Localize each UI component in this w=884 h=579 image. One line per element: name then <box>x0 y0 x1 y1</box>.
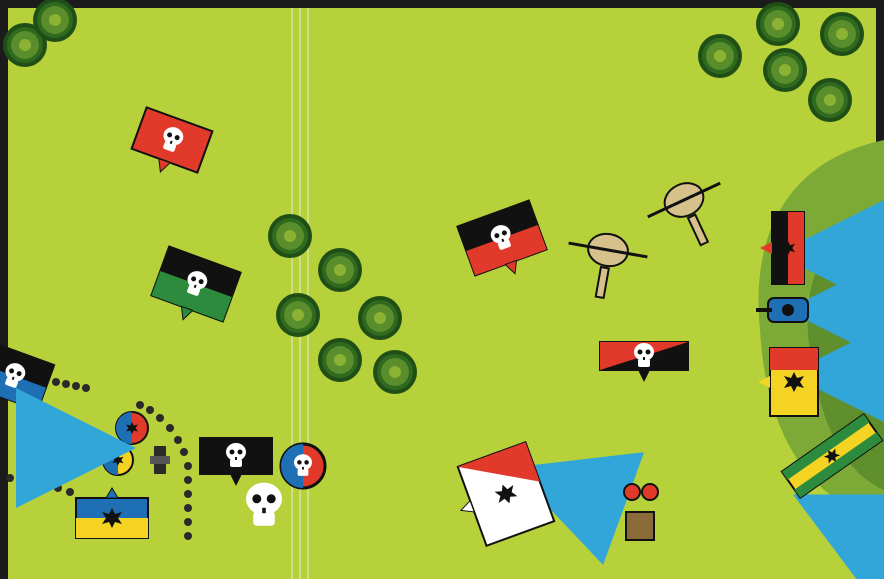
tree-icon <box>698 34 742 78</box>
tree-icon <box>358 296 402 340</box>
tree-icon <box>33 0 77 42</box>
tree-icon <box>808 78 852 122</box>
tree-icon <box>318 248 362 292</box>
tree-icon <box>820 12 864 56</box>
round-shield-red-blue[interactable] <box>281 444 325 488</box>
top-border <box>0 0 884 8</box>
tree-icon <box>268 214 312 258</box>
tree-icon <box>276 293 320 337</box>
tree-icon <box>756 2 800 46</box>
tree-icon <box>373 350 417 394</box>
tree-icon <box>318 338 362 382</box>
tree-icon <box>763 48 807 92</box>
empire-round-shield-2[interactable] <box>103 445 133 475</box>
empire-round-shield-1[interactable] <box>116 412 148 444</box>
left-border <box>0 0 8 579</box>
